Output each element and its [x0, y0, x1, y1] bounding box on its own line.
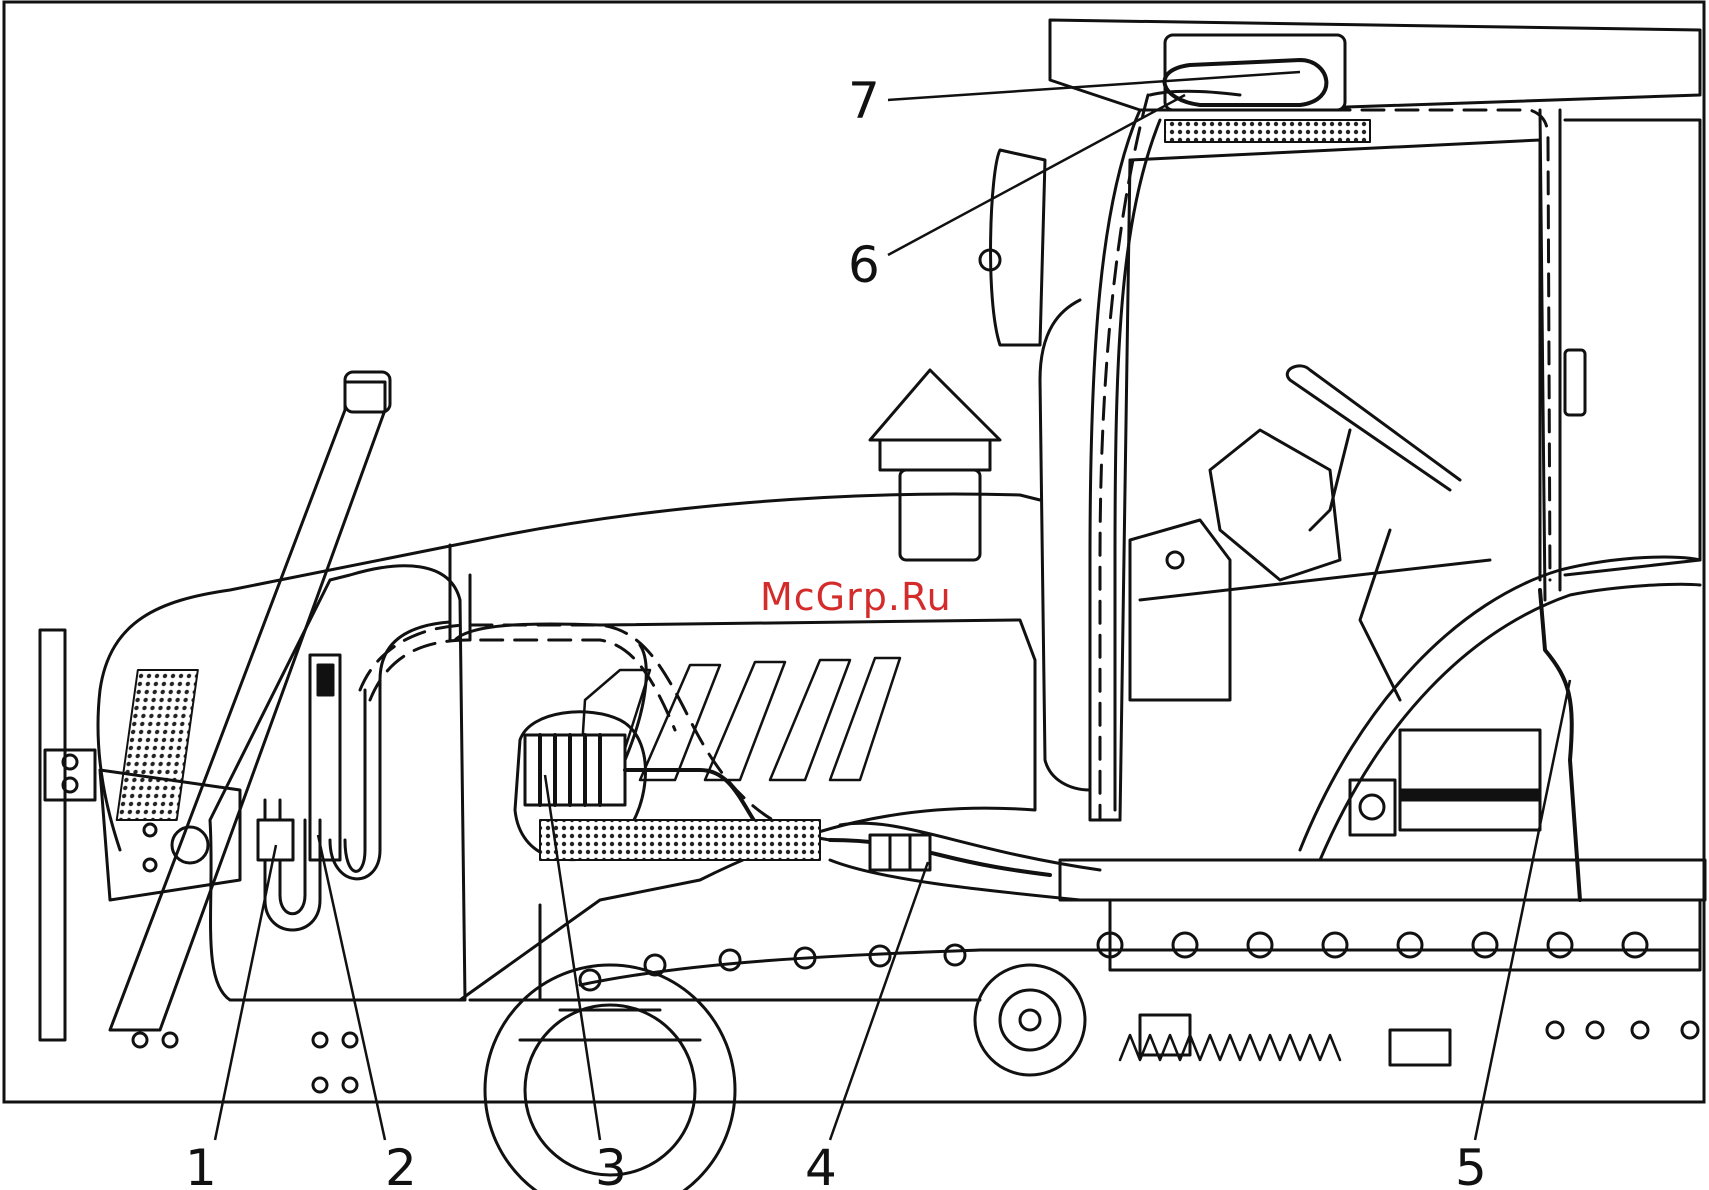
connector-2-harness: [330, 622, 450, 879]
callout-2: 2: [385, 1139, 417, 1190]
track-lower-run: [580, 950, 1700, 985]
door-handle: [1565, 350, 1585, 415]
front-grille-mesh: [117, 670, 198, 820]
fender-harness-5: [1540, 590, 1580, 900]
side-panel: [1130, 520, 1230, 700]
air-intake-stack: [900, 470, 980, 560]
front-post-cap: [345, 372, 390, 412]
cab-grab-rail: [1040, 300, 1090, 790]
leader-6: [888, 95, 1185, 255]
callout-1: 1: [185, 1139, 217, 1190]
leader-2: [318, 835, 385, 1140]
diagram-frame: [4, 2, 1704, 1102]
connector-4: [870, 835, 930, 870]
callout-labels: 1 2 3 4 5 6 7: [185, 72, 1487, 1190]
watermark: McGrp.Ru: [760, 575, 952, 619]
connector-1: [258, 820, 293, 860]
callout-6: 6: [848, 236, 880, 294]
track-rollers: [1098, 933, 1647, 957]
steering-wheel: [1287, 366, 1460, 490]
side-cover: [455, 620, 1035, 1000]
linkage-pin: [172, 827, 208, 863]
side-louvers: [580, 658, 900, 780]
callout-5: 5: [1455, 1139, 1487, 1190]
battery-box: [1400, 730, 1540, 830]
main-harness-dashed: [360, 625, 830, 840]
controls-lever: [1360, 530, 1400, 700]
front-bracket: [40, 630, 65, 1040]
callout-3: 3: [595, 1139, 627, 1190]
cab-rear-window: [1565, 120, 1700, 575]
leader-5: [1475, 680, 1570, 1140]
track-frame-upper: [1060, 860, 1705, 900]
air-precleaner: [870, 370, 1000, 470]
roof-mesh: [1165, 120, 1370, 142]
callout-7: 7: [848, 72, 880, 130]
side-mirror: [991, 150, 1045, 345]
callout-4: 4: [805, 1139, 837, 1190]
idler-wheel: [975, 965, 1085, 1075]
lower-mesh: [540, 820, 820, 860]
cab-harness-top: [1260, 110, 1550, 580]
